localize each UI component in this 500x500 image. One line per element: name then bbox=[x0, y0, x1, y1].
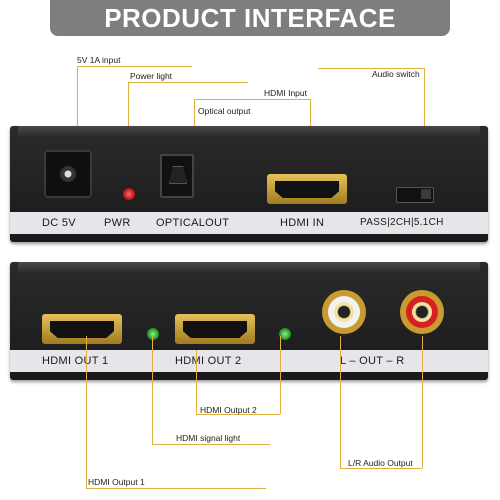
signal-led-icon bbox=[279, 328, 291, 340]
leader-line bbox=[86, 336, 87, 488]
leader-line bbox=[422, 336, 423, 468]
leader-line bbox=[340, 336, 341, 468]
callout-hdmi-input: HDMI Input bbox=[264, 88, 307, 98]
leader-line bbox=[194, 99, 310, 100]
callout-optical-output: Optical output bbox=[198, 106, 251, 116]
label-hdmi-out-2: HDMI OUT 2 bbox=[175, 355, 242, 367]
device-top-edge bbox=[18, 126, 480, 136]
rca-white-jack-icon bbox=[322, 290, 366, 334]
leader-line bbox=[128, 82, 248, 83]
callout-dc-input: 5V 1A input bbox=[77, 55, 121, 65]
leader-line bbox=[318, 68, 424, 69]
label-switch-modes: PASS|2CH|5.1CH bbox=[360, 217, 444, 228]
rca-red-ring bbox=[406, 296, 438, 328]
label-optical: OPTICALOUT bbox=[156, 217, 230, 229]
callout-hdmi-signal-light: HDMI signal light bbox=[176, 433, 241, 443]
device-top-edge bbox=[18, 262, 480, 272]
rca-red-jack-icon bbox=[400, 290, 444, 334]
callout-hdmi-output-1: HDMI Output 1 bbox=[88, 477, 145, 487]
leader-line bbox=[86, 488, 266, 489]
rca-white-ring bbox=[328, 296, 360, 328]
leader-line bbox=[194, 99, 195, 143]
hdmi-port-icon bbox=[267, 174, 347, 204]
rear-label-strip: HDMI OUT 1 HDMI OUT 2 L – OUT – R bbox=[10, 350, 488, 372]
label-audio-out: L – OUT – R bbox=[340, 355, 405, 367]
callout-lr-audio-output: L/R Audio Output bbox=[348, 458, 413, 468]
dc-power-jack-icon bbox=[44, 150, 92, 198]
label-hdmi-in: HDMI IN bbox=[280, 217, 325, 229]
leader-line bbox=[77, 66, 192, 67]
callout-power-light: Power light bbox=[130, 71, 173, 81]
page-title: PRODUCT INTERFACE bbox=[50, 0, 450, 36]
slide-switch-icon[interactable] bbox=[396, 187, 434, 203]
label-pwr: PWR bbox=[104, 217, 131, 229]
leader-line bbox=[196, 350, 197, 414]
hdmi-port-icon bbox=[175, 314, 255, 344]
label-dc: DC 5V bbox=[42, 217, 76, 229]
optical-port-icon bbox=[160, 154, 194, 198]
leader-line bbox=[280, 336, 281, 414]
hdmi-port-icon bbox=[42, 314, 122, 344]
callout-hdmi-output-2: HDMI Output 2 bbox=[200, 405, 257, 415]
callout-audio-switch: Audio switch bbox=[372, 69, 420, 79]
leader-line bbox=[340, 468, 422, 469]
leader-line bbox=[77, 66, 78, 146]
label-hdmi-out-1: HDMI OUT 1 bbox=[42, 355, 109, 367]
device-front-panel: DC 5V PWR OPTICALOUT HDMI IN PASS|2CH|5.… bbox=[10, 126, 488, 242]
signal-led-icon bbox=[147, 328, 159, 340]
leader-line bbox=[152, 336, 153, 444]
device-rear-panel: HDMI OUT 1 HDMI OUT 2 L – OUT – R bbox=[10, 262, 488, 380]
front-label-strip: DC 5V PWR OPTICALOUT HDMI IN PASS|2CH|5.… bbox=[10, 212, 488, 234]
leader-line bbox=[152, 444, 270, 445]
power-led-icon bbox=[123, 188, 135, 200]
leader-line bbox=[196, 414, 280, 415]
